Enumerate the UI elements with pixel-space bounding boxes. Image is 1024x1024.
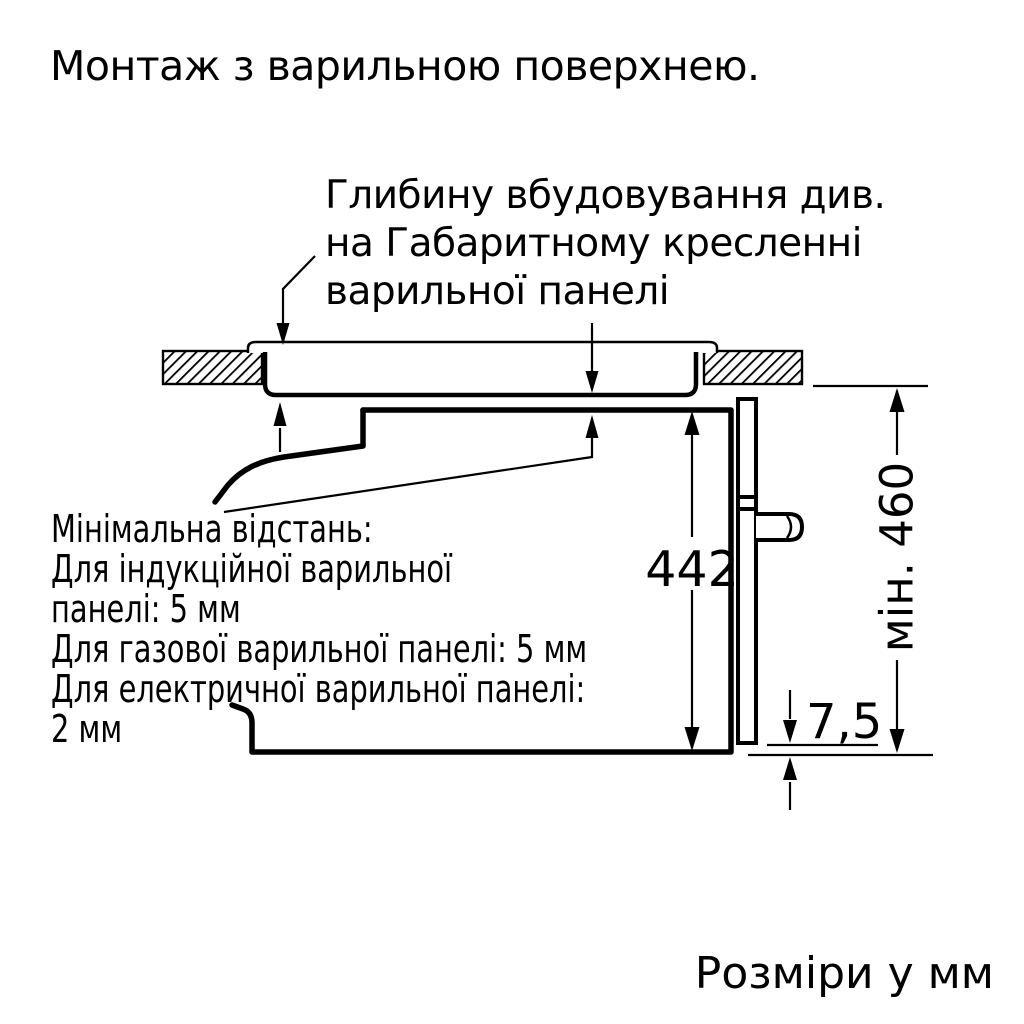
min-distance-line-5: Для електричної варильної панелі: — [51, 667, 586, 711]
arrow-up-icon — [783, 757, 797, 780]
clearance-arrow-left — [273, 402, 287, 452]
min-distance-line-3: панелі: 5 мм — [51, 587, 241, 631]
shelf-lines — [748, 743, 933, 757]
oven-front-break-line — [212, 407, 366, 505]
door-handle — [756, 512, 805, 542]
depth-note-line-3: варильної панелі — [325, 269, 670, 314]
arrow-up-icon — [585, 415, 599, 438]
depth-note: Глибину вбудовування див. на Габаритному… — [325, 172, 886, 316]
min-distance-note: Мінімальна відстань: Для індукційної вар… — [51, 509, 587, 749]
arrow-down-icon — [684, 727, 700, 751]
oven-outline — [229, 407, 734, 755]
worktop-left-section — [161, 349, 264, 386]
depth-arrow-left — [276, 255, 316, 345]
min-distance-line-2: Для індукційної варильної — [51, 547, 453, 591]
oven-door — [736, 397, 805, 745]
arrow-up-icon — [273, 402, 287, 426]
hob-cross-section — [246, 340, 719, 398]
arrow-down-icon — [585, 371, 599, 393]
clearance-arrows — [223, 402, 599, 514]
oven-cross-section — [212, 407, 734, 755]
depth-arrow-center — [585, 323, 599, 393]
hob-glass-lip — [246, 340, 719, 353]
min-distance-line-1: Мінімальна відстань: — [51, 507, 373, 551]
arrow-down-icon — [889, 729, 905, 753]
clearance-arrow-center — [223, 415, 599, 514]
units-note: Розміри у мм — [694, 948, 994, 999]
dimension-min-460 — [813, 384, 928, 753]
depth-note-line-2: на Габаритному кресленні — [325, 221, 863, 266]
depth-note-line-1: Глибину вбудовування див. — [325, 173, 886, 218]
dimension-label-niche-min-height: мін. 460 — [870, 461, 924, 653]
worktop-right-section — [702, 349, 804, 386]
dimension-label-oven-height: 442 — [645, 541, 739, 598]
min-distance-line-4: Для газової варильної панелі: 5 мм — [51, 627, 588, 671]
depth-note-arrows — [276, 255, 599, 393]
arrow-up-icon — [889, 388, 905, 412]
hob-tub — [262, 352, 699, 398]
arrow-up-icon — [684, 411, 700, 435]
arrow-down-icon — [783, 720, 797, 743]
dimension-442 — [684, 411, 700, 751]
min-distance-line-6: 2 мм — [51, 707, 123, 751]
page-title: Монтаж з варильною поверхнею. — [50, 42, 760, 90]
dimension-7-5 — [783, 690, 797, 810]
arrow-down-icon — [276, 323, 290, 345]
dimension-label-door-gap: 7,5 — [806, 694, 883, 750]
